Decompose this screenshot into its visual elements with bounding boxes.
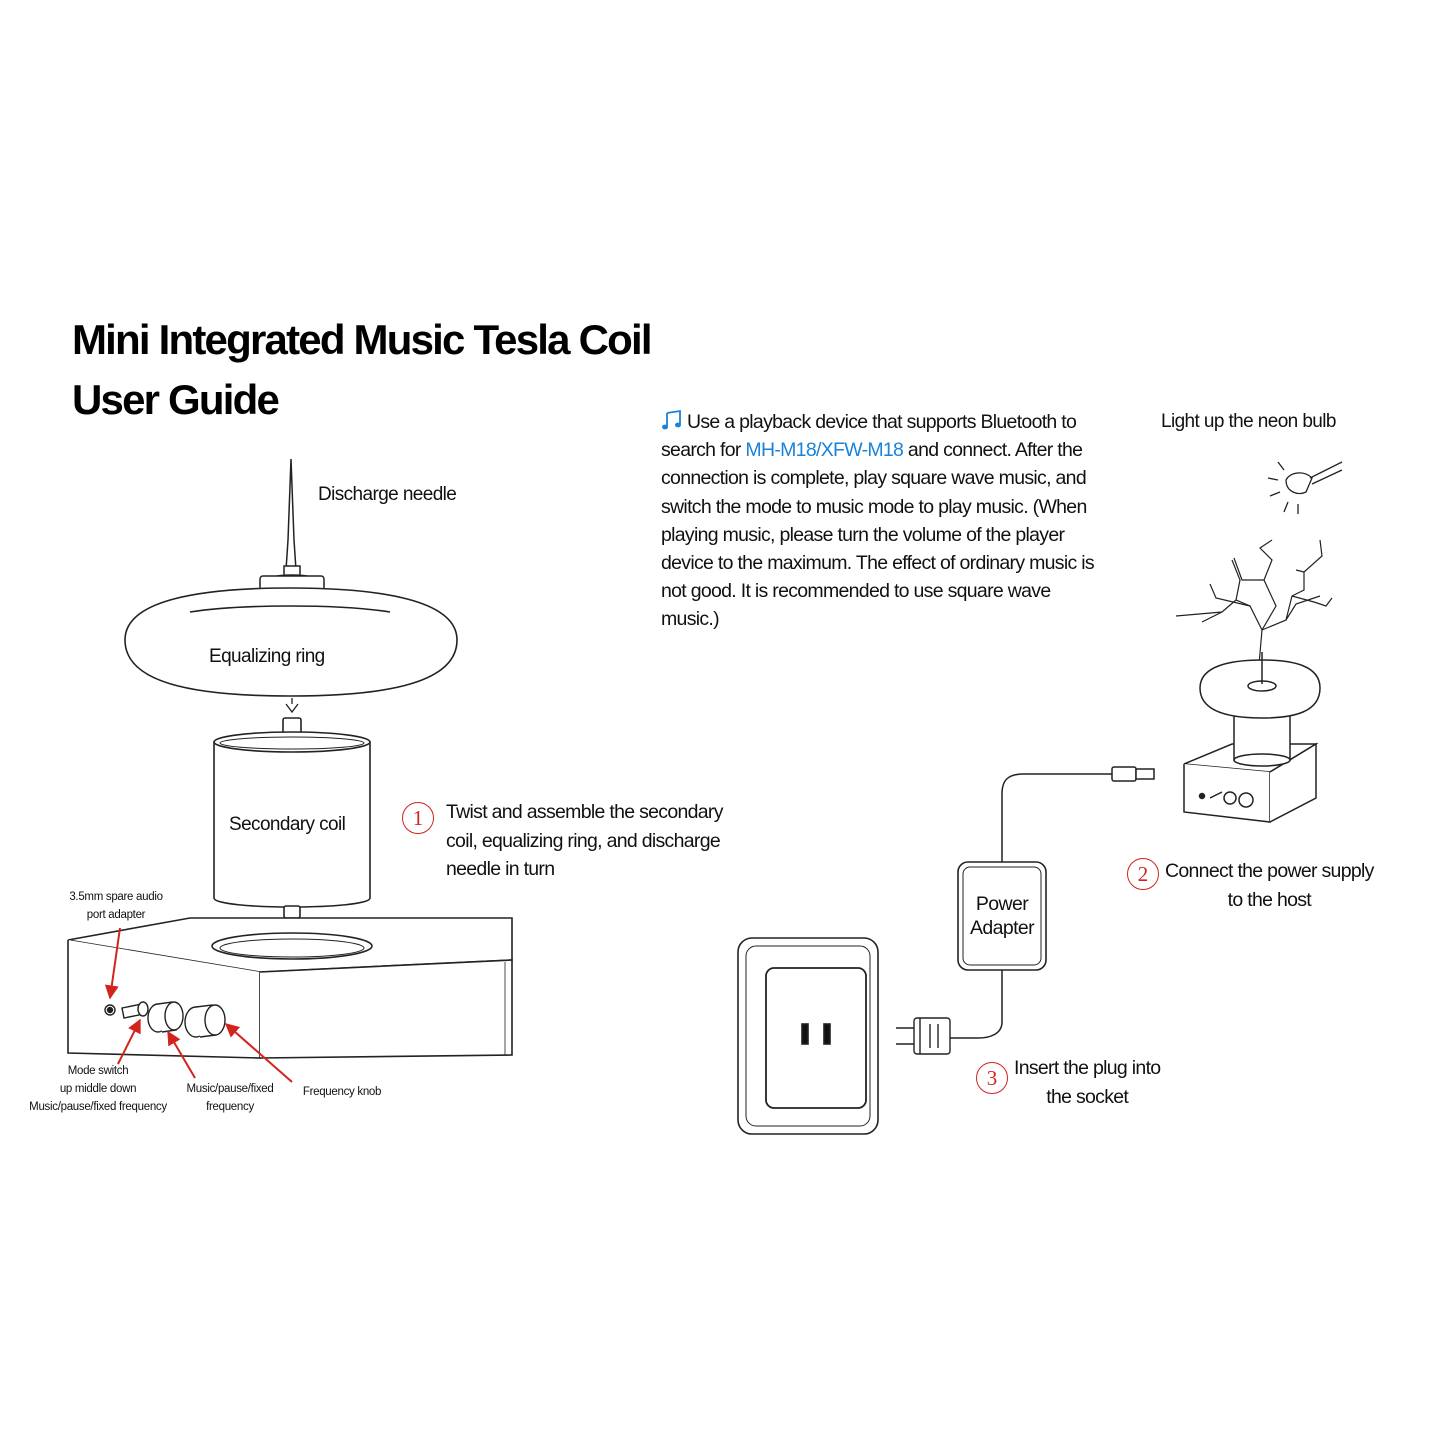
discharge-needle-label: Discharge needle <box>318 484 457 505</box>
step-1-text: Twist and assemble the secondary coil, e… <box>446 801 723 880</box>
step-2-badge: 2 <box>1127 858 1159 890</box>
secondary-coil <box>213 717 371 919</box>
step-1-badge: 1 <box>402 802 434 834</box>
music-pause-fixed-label: Music/pause/fixed frequency <box>186 1083 274 1113</box>
step-3-badge: 3 <box>976 1062 1008 1094</box>
plug <box>896 1017 951 1055</box>
lightning-arcs <box>1175 539 1333 677</box>
down-arrow-1 <box>285 698 299 714</box>
mini-coil-host <box>1183 652 1321 823</box>
usb-cable <box>950 766 1155 1039</box>
base-controls <box>104 1001 226 1038</box>
neon-bulb-icon <box>1267 461 1343 514</box>
audio-adapter-label: 3.5mm spare audio port adapter <box>69 891 163 921</box>
equalizing-ring-label: Equalizing ring <box>209 646 325 667</box>
music-note-icon <box>661 409 683 430</box>
equalizing-ring <box>124 587 458 697</box>
page-subtitle: User Guide <box>72 376 280 423</box>
frequency-knob-label: Frequency knob <box>302 1086 382 1098</box>
secondary-coil-label: Secondary coil <box>229 814 346 835</box>
neon-bulb-label: Light up the neon bulb <box>1161 411 1336 432</box>
base-box <box>67 917 513 1059</box>
callout-arrows <box>104 927 293 1083</box>
device-name: MH-M18/XFW-M18 <box>745 439 904 462</box>
power-adapter <box>957 861 1047 971</box>
bluetooth-instructions: Use a playback device that supports Blue… <box>661 409 1095 631</box>
page-title: Mini Integrated Music Tesla Coil <box>72 316 653 363</box>
power-adapter-label: Power Adapter <box>969 893 1035 939</box>
step-2-text: Connect the power supply to the host <box>1165 860 1374 911</box>
mode-switch-label: Mode switch up middle down Music/pause/f… <box>29 1065 167 1113</box>
step-3-text: Insert the plug into the socket <box>1014 1057 1161 1108</box>
wall-socket <box>737 937 879 1135</box>
discharge-needle <box>259 458 325 607</box>
